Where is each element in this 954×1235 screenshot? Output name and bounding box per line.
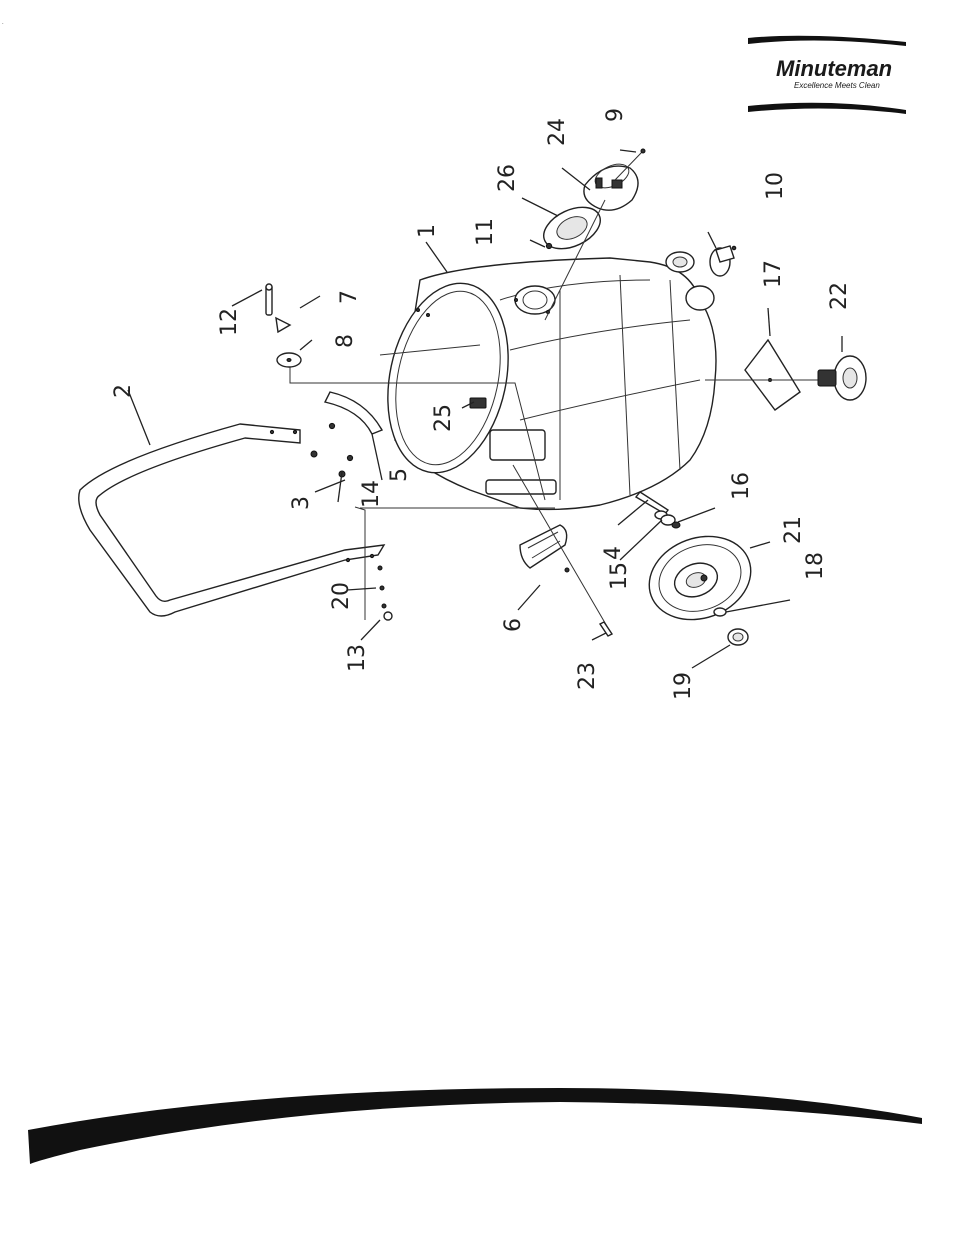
- callout-26: 26: [495, 164, 520, 192]
- spacer-part: [276, 318, 290, 332]
- callout-14: 14: [359, 480, 384, 508]
- callout-25: 25: [431, 404, 456, 432]
- callout-15: 15: [607, 562, 632, 590]
- callout-9: 9: [603, 108, 628, 122]
- callout-20: 20: [329, 582, 354, 610]
- callout-13: 13: [345, 644, 370, 672]
- drain-plug-part: [710, 246, 736, 276]
- callout-18: 18: [803, 552, 828, 580]
- callout-22: 22: [827, 282, 852, 310]
- callout-16: 16: [729, 472, 754, 500]
- callout-6: 6: [501, 618, 526, 632]
- caster-plate-part: [745, 340, 800, 410]
- rear-wheel-part: [637, 523, 762, 634]
- washer-8-part: [277, 353, 301, 367]
- axle-washers-part: [655, 511, 680, 528]
- callout-19: 19: [671, 672, 696, 700]
- footer-swoosh: [0, 1080, 954, 1180]
- handle-nut-part: [384, 612, 392, 620]
- caster-wheel-part: [818, 356, 866, 400]
- callout-2: 2: [111, 384, 136, 398]
- handle-bolt-part: [378, 566, 386, 608]
- wheel-washer-part: [714, 608, 726, 616]
- callout-17: 17: [761, 260, 786, 288]
- callout-24: 24: [545, 118, 570, 146]
- callout-1: 1: [415, 224, 440, 238]
- callout-23: 23: [575, 662, 600, 690]
- callout-5: 5: [387, 468, 412, 482]
- callout-7: 7: [337, 290, 362, 304]
- hinge-pin-part: [266, 284, 272, 315]
- callout-4: 4: [601, 546, 626, 560]
- callout-8: 8: [333, 334, 358, 348]
- motor-head-part: [584, 159, 638, 210]
- callout-3: 3: [289, 496, 314, 510]
- callout-12: 12: [217, 308, 242, 336]
- tank-body-part: [371, 252, 716, 509]
- hub-cap-part: [728, 629, 748, 645]
- callout-21: 21: [781, 516, 806, 544]
- callout-11: 11: [473, 218, 498, 246]
- nut-11-part: [546, 243, 551, 248]
- screw-set-3: [311, 423, 353, 477]
- callout-10: 10: [763, 172, 788, 200]
